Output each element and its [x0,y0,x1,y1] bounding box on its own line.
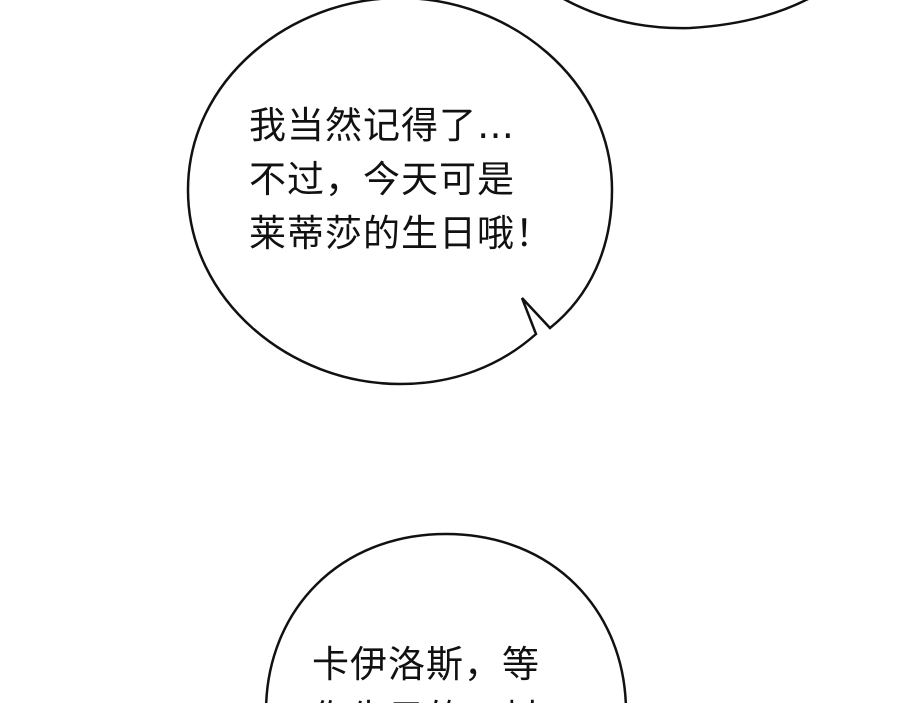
speech-bubble-bottom-text: 卡伊洛斯，等 你先子的，村 [312,638,540,703]
dialogue-line-cut-off: 你先子的，村 [312,692,540,703]
speech-bubble-top-fragment [563,0,809,30]
speech-bubble-main-text: 我当然记得了… 不过，今天可是 莱蒂莎的生日哦！ [249,99,553,261]
dialogue-line: 卡伊洛斯，等 [312,643,540,686]
dialogue-line: 莱蒂莎的生日哦！ [249,212,553,255]
dialogue-line: 我当然记得了… [249,104,515,147]
dialogue-line: 不过，今天可是 [249,158,515,201]
speech-bubble-bottom [265,532,627,703]
speech-bubble-main [186,0,614,386]
